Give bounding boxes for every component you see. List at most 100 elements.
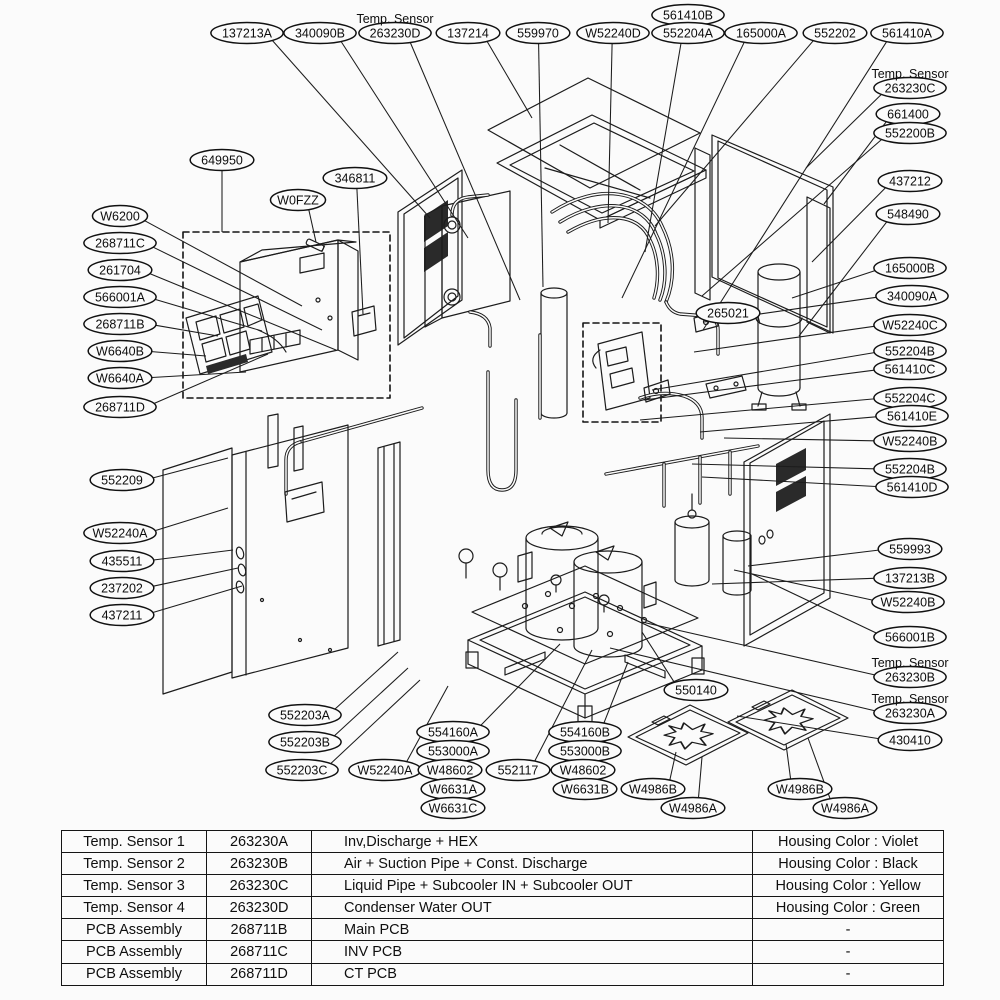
svg-text:W48602: W48602 bbox=[560, 764, 607, 778]
svg-text:561410D: 561410D bbox=[887, 481, 938, 495]
svg-text:W6631B: W6631B bbox=[561, 783, 609, 797]
part-label-340090B: 340090B bbox=[283, 21, 357, 45]
part-label-W52240B: W52240B bbox=[873, 429, 947, 453]
svg-text:165000B: 165000B bbox=[885, 262, 935, 276]
svg-text:W4986A: W4986A bbox=[669, 802, 718, 816]
part-label-W4986B: W4986B bbox=[620, 777, 686, 801]
svg-text:W6200: W6200 bbox=[100, 210, 140, 224]
part-label-W6631C: W6631C bbox=[420, 796, 486, 820]
table-cell: 268711B bbox=[206, 918, 312, 942]
table-cell: Temp. Sensor 1 bbox=[61, 829, 207, 854]
part-label-554160B: 554160B bbox=[548, 720, 622, 744]
screw-part bbox=[305, 238, 326, 253]
table-cell: 268711D bbox=[206, 962, 312, 986]
part-label-W0FZZ: W0FZZ bbox=[269, 188, 327, 212]
part-label-554160A: 554160A bbox=[416, 720, 490, 744]
svg-text:552204B: 552204B bbox=[885, 345, 935, 359]
control-box-assembly bbox=[182, 231, 391, 399]
svg-text:W6631A: W6631A bbox=[429, 783, 478, 797]
svg-text:552117: 552117 bbox=[498, 764, 539, 778]
part-label-552204B: 552204B bbox=[873, 457, 947, 481]
part-label-W52240B: W52240B bbox=[871, 590, 945, 614]
svg-text:552203C: 552203C bbox=[277, 764, 328, 778]
svg-text:340090B: 340090B bbox=[295, 27, 345, 41]
part-label-265021: 265021 bbox=[695, 301, 761, 325]
table-cell: - bbox=[752, 918, 944, 942]
part-label-437212: 437212 bbox=[877, 169, 943, 193]
svg-text:237202: 237202 bbox=[101, 582, 143, 596]
table-cell: Inv,Discharge + HEX bbox=[311, 829, 753, 854]
part-label-553000B: 553000B bbox=[548, 739, 622, 763]
part-label-561410B: 561410B bbox=[651, 3, 725, 27]
side-bracket bbox=[351, 305, 377, 337]
table-cell: 263230D bbox=[206, 896, 312, 920]
part-label-566001B: 566001B bbox=[873, 625, 947, 649]
part-label-566001A: 566001A bbox=[83, 285, 157, 309]
svg-text:552203B: 552203B bbox=[280, 736, 330, 750]
part-label-W4986A: W4986A bbox=[812, 796, 878, 820]
part-label-430410: 430410 bbox=[877, 728, 943, 752]
muffler-cylinder bbox=[540, 287, 568, 419]
pcb-board bbox=[185, 295, 287, 375]
svg-text:661400: 661400 bbox=[887, 108, 929, 122]
part-label-552202: 552202 bbox=[802, 21, 868, 45]
temp-sensor-annotation: Temp. Sensor bbox=[871, 67, 948, 81]
part-label-W6631B: W6631B bbox=[552, 777, 618, 801]
svg-text:550140: 550140 bbox=[675, 684, 717, 698]
svg-text:554160B: 554160B bbox=[560, 726, 610, 740]
svg-text:552200B: 552200B bbox=[885, 127, 935, 141]
svg-text:561410C: 561410C bbox=[885, 363, 936, 377]
table-cell: 263230A bbox=[206, 829, 312, 854]
part-label-552209: 552209 bbox=[89, 468, 155, 492]
table-cell: Temp. Sensor 4 bbox=[61, 896, 207, 920]
svg-text:552202: 552202 bbox=[814, 27, 856, 41]
part-label-W6640A: W6640A bbox=[87, 366, 153, 390]
svg-text:554160A: 554160A bbox=[428, 726, 479, 740]
left-side-panels bbox=[162, 413, 401, 695]
svg-text:561410E: 561410E bbox=[887, 410, 937, 424]
part-label-W4986B: W4986B bbox=[767, 777, 833, 801]
part-label-137213B: 137213B bbox=[873, 566, 947, 590]
part-label-W6631A: W6631A bbox=[420, 777, 486, 801]
svg-text:W52240A: W52240A bbox=[93, 527, 149, 541]
part-label-561410E: 561410E bbox=[875, 404, 949, 428]
part-label-W52240D: W52240D bbox=[576, 21, 650, 45]
part-label-W48602: W48602 bbox=[550, 758, 616, 782]
svg-text:137213A: 137213A bbox=[222, 27, 273, 41]
svg-text:W48602: W48602 bbox=[427, 764, 474, 778]
part-label-165000B: 165000B bbox=[873, 256, 947, 280]
part-label-552200B: 552200B bbox=[873, 121, 947, 145]
part-label-661400: 661400 bbox=[875, 102, 941, 126]
part-label-552203B: 552203B bbox=[268, 730, 342, 754]
svg-text:559970: 559970 bbox=[517, 27, 559, 41]
svg-text:W52240A: W52240A bbox=[358, 764, 414, 778]
part-label-559993: 559993 bbox=[877, 537, 943, 561]
svg-text:548490: 548490 bbox=[887, 208, 929, 222]
svg-text:268711D: 268711D bbox=[95, 401, 145, 415]
svg-text:435511: 435511 bbox=[102, 555, 143, 569]
base-assembly bbox=[465, 565, 705, 723]
svg-text:566001A: 566001A bbox=[95, 291, 146, 305]
svg-text:W52240B: W52240B bbox=[881, 596, 936, 610]
part-label-165000A: 165000A bbox=[724, 21, 798, 45]
table-cell: Temp. Sensor 2 bbox=[61, 852, 207, 876]
part-label-268711B: 268711B bbox=[83, 312, 157, 336]
svg-text:W6640A: W6640A bbox=[96, 372, 145, 386]
svg-text:137214: 137214 bbox=[447, 27, 489, 41]
table-cell: - bbox=[752, 940, 944, 964]
svg-text:553000A: 553000A bbox=[428, 745, 479, 759]
right-rear-panel bbox=[694, 134, 834, 334]
part-label-261704: 261704 bbox=[87, 258, 153, 282]
svg-text:263230B: 263230B bbox=[885, 671, 935, 685]
svg-text:W52240D: W52240D bbox=[585, 27, 641, 41]
part-label-340090A: 340090A bbox=[875, 284, 949, 308]
part-label-561410D: 561410D bbox=[875, 475, 949, 499]
